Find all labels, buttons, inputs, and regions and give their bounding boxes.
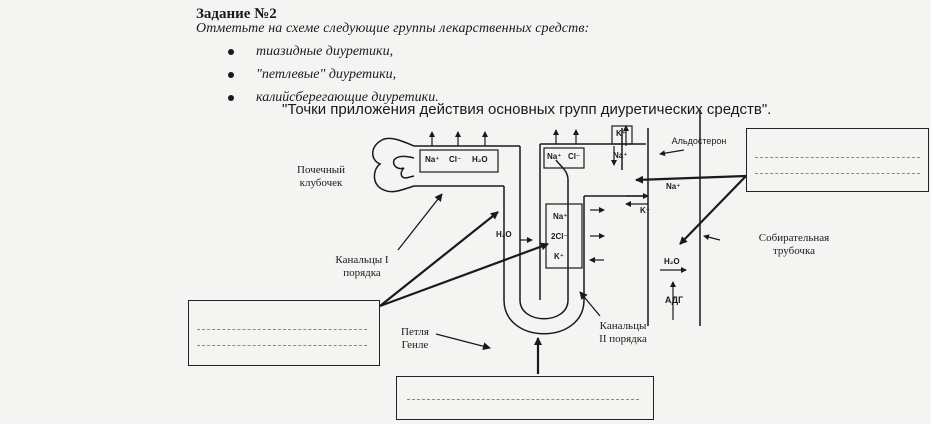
glomerulus-inner bbox=[392, 155, 415, 179]
ion-label: Na⁺ bbox=[553, 212, 568, 221]
drug-group-list: тиазидные диуретики, "петлевые" диуретик… bbox=[228, 42, 439, 111]
list-item: калийсберегающие диуретики. bbox=[228, 88, 439, 111]
ion-label: K⁺ bbox=[616, 129, 626, 138]
loop-of-henle-label: Петля Генле bbox=[401, 326, 429, 351]
ion-label: Cl⁻ bbox=[568, 152, 581, 161]
bullet-icon bbox=[228, 49, 234, 55]
ion-label: Na⁺ bbox=[666, 182, 681, 191]
adh-label: АДГ bbox=[664, 295, 684, 305]
bullet-icon bbox=[228, 72, 234, 78]
list-item: тиазидные диуретики, bbox=[228, 42, 439, 65]
answer-line bbox=[407, 399, 639, 400]
glomerulus-label: Почечный клубочек bbox=[297, 164, 345, 189]
answer-line bbox=[755, 157, 920, 158]
glomerulus-outline bbox=[372, 137, 415, 193]
aldosterone-label: Альдостерон bbox=[671, 136, 727, 146]
ion-label: H₂O bbox=[472, 155, 488, 164]
list-item: "петлевые" диуретики, bbox=[228, 65, 439, 88]
tubule-2-label: Канальцы II порядка bbox=[599, 320, 647, 345]
answer-line bbox=[197, 345, 367, 346]
answer-line bbox=[197, 329, 367, 330]
loop-outer bbox=[503, 299, 585, 335]
ion-label: Na⁺ bbox=[613, 151, 628, 160]
ion-label: 2Cl⁻ bbox=[551, 232, 568, 241]
ion-label: Na⁺ bbox=[547, 152, 562, 161]
ion-label: H₂O bbox=[496, 230, 512, 239]
ion-label: K⁺ bbox=[640, 206, 650, 215]
tubule-1-label: Канальцы I порядка bbox=[335, 254, 389, 279]
ion-label: K⁺ bbox=[554, 252, 564, 261]
ion-label: Cl⁻ bbox=[449, 155, 462, 164]
ion-label: Na⁺ bbox=[425, 155, 440, 164]
answer-box-right[interactable] bbox=[746, 128, 929, 192]
task-title: Задание №2 bbox=[196, 6, 277, 22]
task-instruction: Отметьте на схеме следующие группы лекар… bbox=[196, 21, 590, 36]
bullet-icon bbox=[228, 95, 234, 101]
answer-line bbox=[755, 173, 920, 174]
loop-inner bbox=[519, 299, 569, 320]
collecting-duct-label: Собирательная трубочка bbox=[758, 232, 830, 257]
answer-box-left[interactable] bbox=[188, 300, 380, 366]
ion-label: H₂O bbox=[664, 257, 680, 266]
answer-box-bottom[interactable] bbox=[396, 376, 654, 420]
scheme-title: "Точки приложения действия основных груп… bbox=[282, 101, 772, 118]
